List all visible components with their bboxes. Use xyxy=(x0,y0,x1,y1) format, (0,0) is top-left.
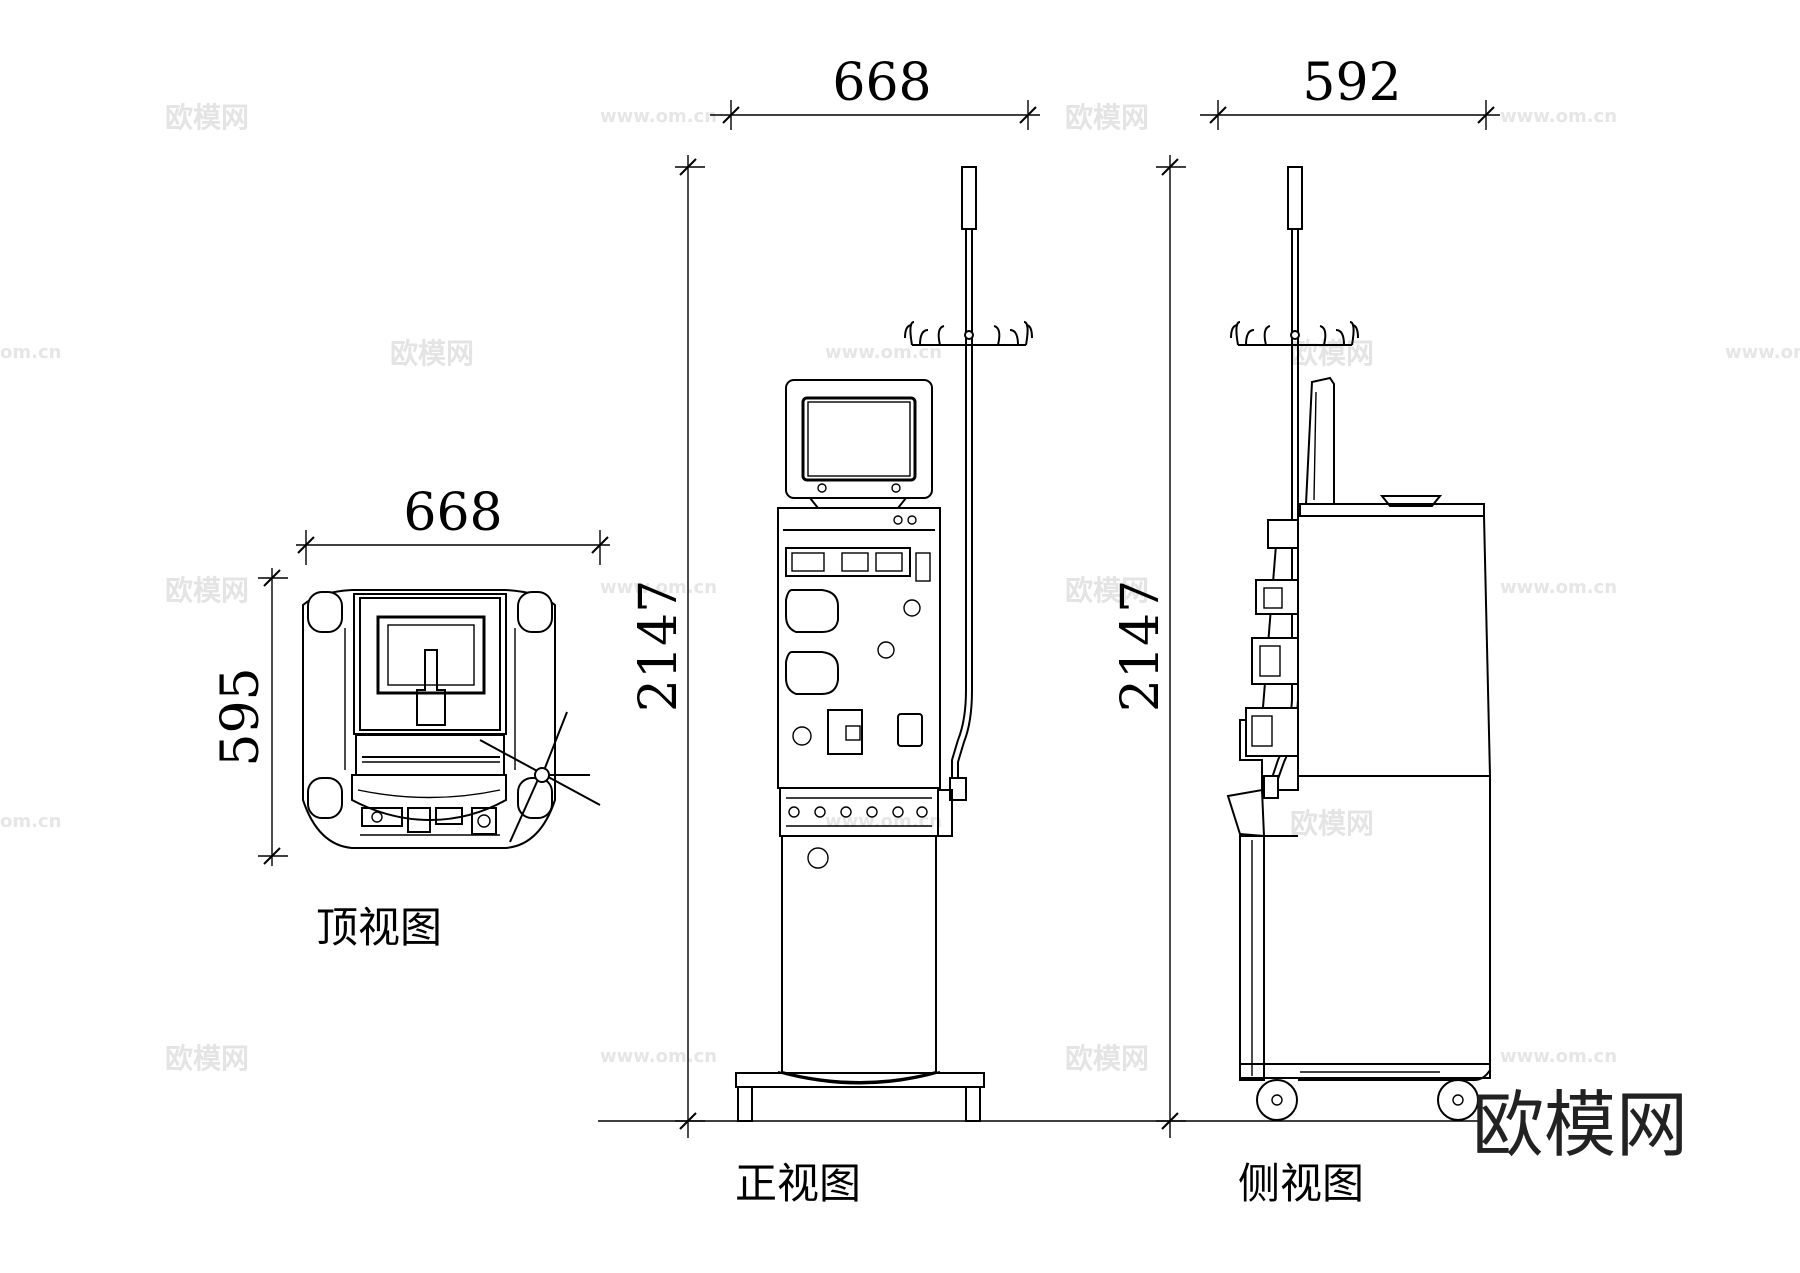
side-wheel-right xyxy=(1437,1079,1479,1121)
side-iv-pole xyxy=(1230,166,1359,791)
front-lower-cabinet xyxy=(735,835,985,1122)
watermark-url: om.cn xyxy=(0,342,61,363)
front-dial[interactable] xyxy=(792,726,812,746)
watermark-url: www.om.cn xyxy=(600,106,717,127)
side-upper-body xyxy=(1297,515,1492,777)
watermark-url: www.om.cn xyxy=(600,1046,717,1067)
side-wheel-left xyxy=(1256,1079,1298,1121)
front-monitor-screen xyxy=(801,396,917,482)
top-view: 668 595 xyxy=(211,483,610,952)
top-view-caption: 顶视图 xyxy=(316,903,442,952)
watermark-text: 欧模网 xyxy=(1065,574,1149,607)
top-depth-label: 595 xyxy=(211,667,271,766)
front-wheel-right xyxy=(965,1086,981,1122)
top-handle-right xyxy=(517,591,553,633)
front-monitor-knob-left[interactable] xyxy=(817,483,827,493)
watermark-layer: 欧模网 欧模网 欧模网 欧模网 欧模网 欧模网 欧模网 欧模网 欧模网 www.… xyxy=(0,101,1800,1075)
side-iv-pole-top xyxy=(1287,166,1303,230)
front-iv-pole-top xyxy=(961,166,977,230)
front-height-label: 2147 xyxy=(629,580,689,712)
front-chamber-upper xyxy=(785,589,839,633)
watermark-text: 欧模网 xyxy=(165,1042,249,1075)
watermark-text: 欧模网 xyxy=(1290,337,1374,370)
watermark-url: om.cn xyxy=(0,811,61,832)
side-view-caption: 侧视图 xyxy=(1238,1159,1364,1208)
side-height-dimension: 2147 xyxy=(1111,155,1186,1138)
watermark-url: www.om.cn xyxy=(1500,1046,1617,1067)
front-view-caption: 正视图 xyxy=(735,1159,861,1208)
watermark-text: 欧模网 xyxy=(165,101,249,134)
top-width-dimension: 668 xyxy=(296,483,610,565)
watermark-url: www.om.cn xyxy=(1725,342,1800,363)
top-monitor-stand xyxy=(416,649,446,726)
watermark-text: 欧模网 xyxy=(1290,807,1374,840)
watermark-text: 欧模网 xyxy=(390,337,474,370)
top-pump-right xyxy=(471,807,497,835)
side-width-label: 592 xyxy=(1302,53,1401,113)
front-height-dimension: 2147 xyxy=(629,155,705,1138)
top-monitor-screen xyxy=(376,615,486,695)
top-depth-dimension: 595 xyxy=(211,568,288,866)
watermark-url: www.om.cn xyxy=(1500,577,1617,598)
front-chamber-lower xyxy=(785,651,839,695)
top-iv-pole xyxy=(534,767,550,783)
top-pump-left xyxy=(361,807,403,827)
front-side-panel xyxy=(897,713,923,747)
front-wheel-left xyxy=(737,1086,753,1122)
watermark-text: 欧模网 xyxy=(1065,101,1149,134)
front-cabinet-knob[interactable] xyxy=(807,847,829,869)
watermark-url: www.om.cn xyxy=(825,342,942,363)
watermark-url: www.om.cn xyxy=(825,811,942,832)
top-handle-left-lower xyxy=(307,777,343,819)
front-view: 668 2147 xyxy=(629,53,1040,1208)
side-width-dimension: 592 xyxy=(1200,53,1500,130)
front-pump-bar xyxy=(785,547,911,577)
front-port-module xyxy=(827,709,863,755)
watermark-text: 欧模网 xyxy=(165,574,249,607)
front-machine-body xyxy=(777,507,967,801)
watermark-url: www.om.cn xyxy=(1500,106,1617,127)
side-height-label: 2147 xyxy=(1111,580,1171,712)
top-width-label: 668 xyxy=(403,483,502,543)
front-iv-pole xyxy=(904,166,1033,780)
top-handle-left xyxy=(307,591,343,633)
front-width-dimension: 668 xyxy=(710,53,1040,130)
front-monitor xyxy=(785,379,933,509)
brand-logo-text: 欧模网 xyxy=(1472,1083,1688,1167)
side-machine-body xyxy=(1226,515,1492,1121)
front-monitor-knob-right[interactable] xyxy=(891,483,901,493)
top-iv-hook-arms xyxy=(479,711,601,843)
side-pump-tray xyxy=(1226,788,1266,838)
watermark-text: 欧模网 xyxy=(1065,1042,1149,1075)
side-view: 592 2147 xyxy=(1111,53,1500,1208)
side-module-upper xyxy=(1255,579,1299,615)
side-module-middle xyxy=(1251,637,1299,685)
side-monitor-profile xyxy=(1304,376,1335,505)
front-width-label: 668 xyxy=(832,53,931,113)
